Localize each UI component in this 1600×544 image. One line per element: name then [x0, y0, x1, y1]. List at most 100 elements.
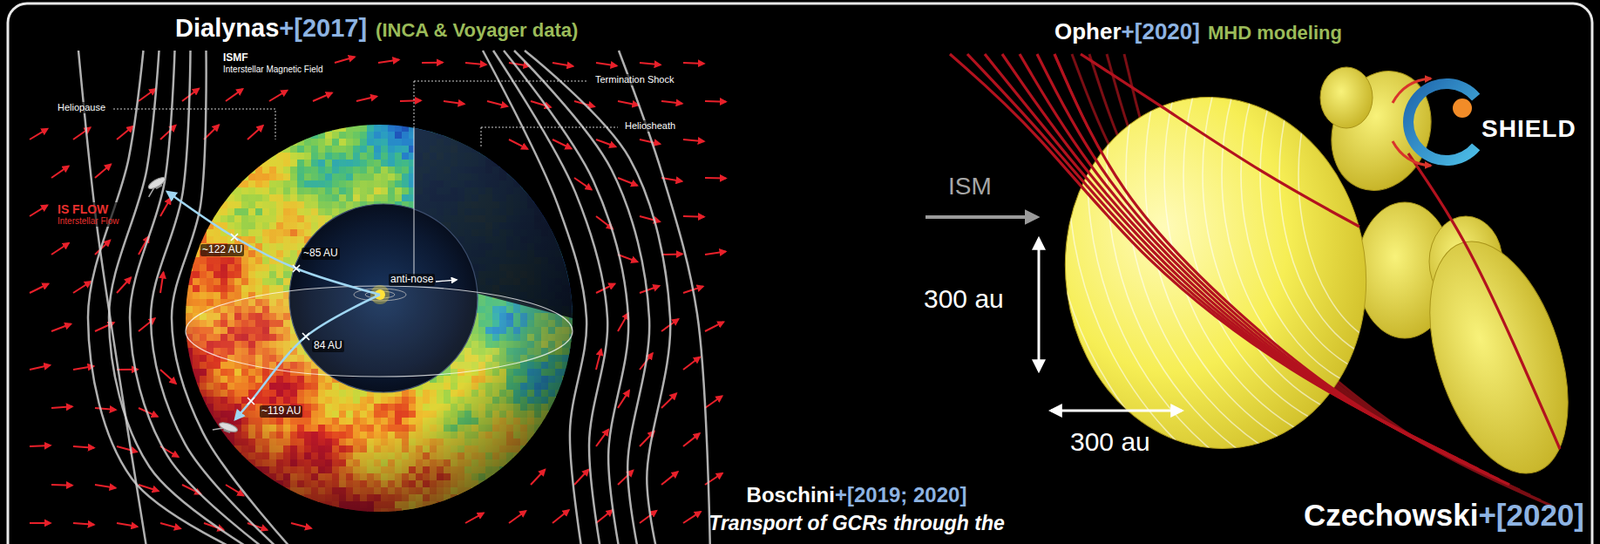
map-pixel	[269, 145, 278, 154]
flow-arrow	[138, 88, 156, 102]
flow-arrow	[683, 511, 701, 523]
map-pixel	[450, 131, 459, 140]
map-pixel	[527, 187, 536, 196]
flow-arrow	[51, 406, 73, 408]
map-pixel	[192, 389, 201, 398]
flow-arrow	[269, 90, 288, 102]
map-pixel	[199, 222, 208, 231]
flow-arrow	[617, 177, 638, 186]
frame	[7, 3, 1593, 544]
flow-arrow	[574, 177, 592, 190]
flow-arrow	[552, 509, 570, 523]
map-pixel	[464, 138, 473, 147]
map-pixel	[555, 229, 563, 238]
flow-arrow	[29, 204, 48, 217]
flow-arrow	[51, 483, 73, 487]
flow-arrow	[378, 59, 400, 63]
flow-arrow	[617, 470, 633, 485]
map-pixel	[520, 180, 529, 189]
flow-arrow	[116, 522, 138, 527]
map-pixel	[213, 201, 222, 210]
flow-arrow	[508, 139, 528, 150]
flow-arrow	[356, 96, 377, 102]
map-pixel	[185, 368, 194, 377]
flow-arrow	[552, 62, 574, 67]
flow-arrow	[29, 128, 48, 140]
map-pixel	[227, 180, 236, 189]
flow-arrow	[94, 163, 111, 178]
flow-arrow	[138, 318, 156, 332]
map-pixel	[192, 236, 201, 245]
flow-arrow	[617, 101, 639, 106]
flow-arrow	[596, 349, 602, 370]
flow-arrow	[661, 471, 678, 485]
flow-arrow	[160, 522, 181, 529]
map-pixel	[569, 354, 577, 363]
flow-arrow	[683, 215, 705, 218]
flow-arrow	[29, 365, 50, 370]
flow-arrow	[530, 468, 545, 485]
map-pixel	[241, 166, 250, 175]
map-pixel	[569, 361, 577, 370]
map-pixel	[185, 257, 194, 265]
flow-arrow	[400, 99, 421, 102]
flow-arrow	[639, 62, 661, 65]
map-pixel	[548, 215, 556, 224]
flow-arrow	[487, 101, 508, 107]
flow-arrow	[312, 93, 333, 102]
flow-arrow	[705, 321, 724, 332]
map-pixel	[562, 250, 570, 258]
flow-arrow	[51, 324, 71, 332]
flow-arrow	[596, 509, 613, 523]
flow-arrow	[705, 395, 723, 408]
map-pixel	[562, 382, 570, 391]
map-pixel	[234, 173, 243, 182]
flow-arrow	[29, 445, 51, 447]
map-pixel	[506, 166, 515, 175]
flow-arrow	[683, 139, 705, 142]
flow-arrow	[225, 88, 244, 102]
map-pixel	[262, 152, 271, 161]
flow-arrow	[73, 446, 95, 448]
flow-arrow	[51, 243, 69, 255]
map-pixel	[534, 194, 543, 203]
ena-mosaic	[185, 124, 577, 516]
flow-arrow	[465, 62, 487, 65]
flow-arrow	[29, 284, 49, 293]
flow-arrow	[639, 510, 657, 523]
flow-arrow	[705, 250, 726, 255]
flow-arrow	[465, 512, 484, 523]
flow-arrow	[552, 139, 572, 149]
flow-arrow	[661, 393, 677, 408]
map-pixel	[318, 124, 326, 133]
flow-arrow	[160, 125, 177, 140]
map-pixel	[436, 124, 445, 133]
flow-arrow	[160, 271, 164, 293]
panel-border	[7, 3, 1593, 544]
flow-arrow	[421, 61, 443, 64]
flow-arrow	[94, 484, 116, 489]
flow-arrow	[639, 285, 660, 293]
flow-arrow	[73, 281, 91, 293]
map-pixel	[492, 152, 501, 161]
flow-arrow	[639, 216, 660, 222]
map-pixel	[569, 264, 577, 272]
map-pixel	[206, 208, 215, 217]
flow-arrow	[116, 446, 137, 452]
flow-arrow	[116, 277, 131, 293]
flow-arrow	[73, 522, 95, 525]
map-pixel	[297, 131, 306, 140]
flow-arrow	[661, 101, 683, 104]
flow-arrow	[291, 522, 312, 529]
map-pixel	[569, 271, 577, 279]
flow-arrow	[530, 101, 551, 108]
map-pixel	[513, 173, 522, 182]
flow-arrow	[596, 139, 617, 147]
flow-arrow	[705, 176, 726, 180]
map-pixel	[499, 159, 508, 168]
flow-arrow	[661, 252, 683, 256]
flow-arrow	[683, 356, 700, 370]
map-pixel	[478, 145, 487, 154]
